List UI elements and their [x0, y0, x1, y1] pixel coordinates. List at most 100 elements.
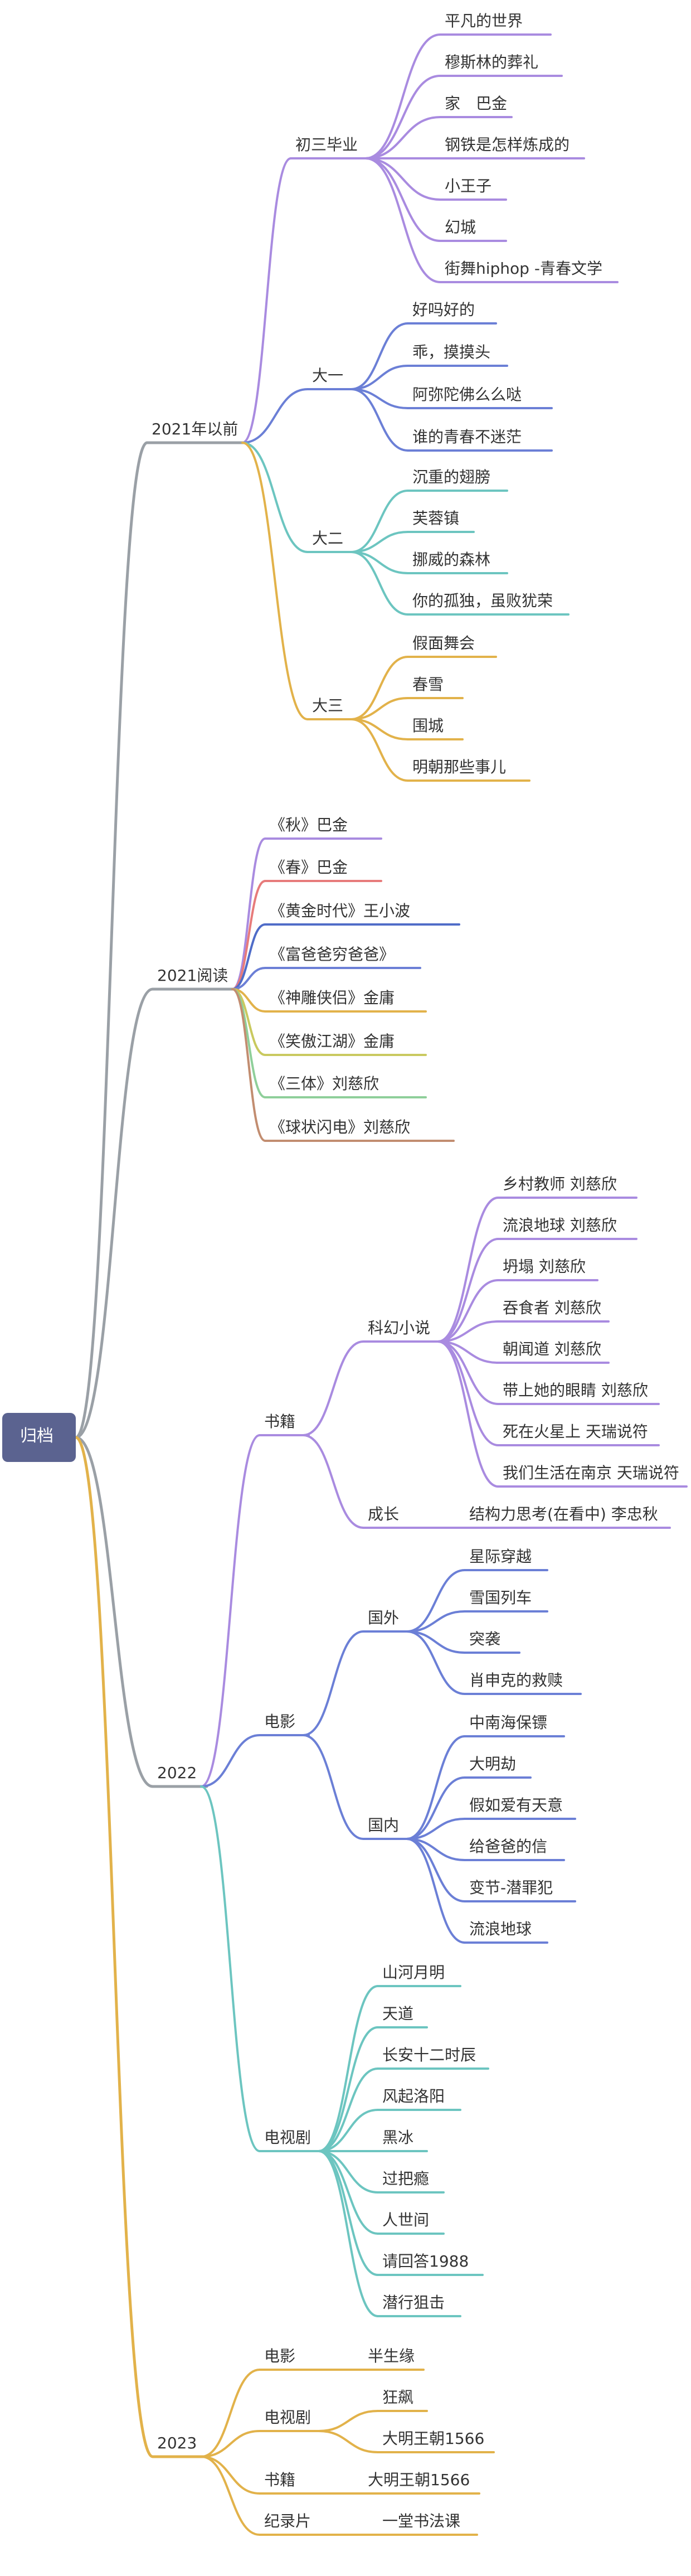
node-k8[interactable]: 我们生活在南京 天瑞说符: [503, 1464, 679, 1482]
node-t1[interactable]: 山河月明: [382, 1963, 445, 1982]
node-c2[interactable]: 穆斯林的葬礼: [445, 53, 539, 71]
node-k4[interactable]: 吞食者 刘慈欣: [503, 1299, 601, 1317]
node-n4[interactable]: 给爸爸的信: [469, 1837, 548, 1856]
edge-gw-g1: [406, 1569, 466, 1633]
node-a1c[interactable]: 半生缘: [368, 2347, 415, 2365]
node-e1[interactable]: 沉重的翅膀: [412, 468, 491, 486]
node-k1[interactable]: 乡村教师 刘慈欣: [503, 1175, 617, 1193]
node-r7[interactable]: 《三体》刘慈欣: [270, 1074, 379, 1093]
edge-y2021b-cz: [241, 157, 292, 444]
node-s3[interactable]: 围城: [412, 716, 444, 735]
node-d2[interactable]: 乖，摸摸头: [412, 343, 491, 361]
node-d4[interactable]: 谁的青春不迷茫: [412, 428, 522, 446]
edge-ds-s4: [350, 718, 409, 782]
node-n2[interactable]: 大明劫: [469, 1755, 517, 1773]
edge-root-y2021b: [74, 441, 149, 1439]
node-r8[interactable]: 《球状闪电》刘慈欣: [270, 1118, 411, 1136]
edge-dsj-t6: [318, 2150, 379, 2194]
node-r3[interactable]: 《黄金时代》王小波: [270, 902, 411, 920]
edge-de-e4: [350, 551, 409, 616]
edge-gn-n5: [406, 1838, 466, 1902]
node-r5[interactable]: 《神雕侠侣》金庸: [270, 989, 395, 1007]
node-r6[interactable]: 《笑傲江湖》金庸: [270, 1032, 395, 1050]
node-s4[interactable]: 明朝那些事儿: [412, 758, 507, 776]
node-c4[interactable]: 钢铁是怎样炼成的: [445, 135, 570, 154]
node-e4[interactable]: 你的孤独，虽败犹荣: [412, 592, 553, 610]
edge-sj-cc: [302, 1434, 364, 1529]
node-y23[interactable]: 2023: [157, 2434, 197, 2452]
node-n1[interactable]: 中南海保镖: [469, 1713, 548, 1732]
node-a4[interactable]: 纪录片: [264, 2512, 312, 2530]
root-node-box[interactable]: [2, 1413, 76, 1462]
node-a2c2[interactable]: 大明王朝1566: [382, 2429, 485, 2448]
node-y2021b[interactable]: 2021年以前: [152, 420, 239, 438]
node-c5[interactable]: 小王子: [445, 177, 492, 195]
node-a4c[interactable]: 一堂书法课: [382, 2512, 461, 2530]
node-t6[interactable]: 过把瘾: [382, 2170, 430, 2188]
node-k7[interactable]: 死在火星上 天瑞说符: [503, 1422, 648, 1441]
node-gw[interactable]: 国外: [368, 1609, 400, 1627]
node-gn[interactable]: 国内: [368, 1816, 400, 1834]
edge-y2021b-ds: [241, 442, 309, 720]
node-k3[interactable]: 坍塌 刘慈欣: [503, 1257, 586, 1276]
node-t2[interactable]: 天道: [382, 2004, 414, 2023]
edge-ds-s3: [350, 718, 409, 740]
node-ds[interactable]: 大三: [312, 696, 344, 715]
node-t7[interactable]: 人世间: [382, 2211, 430, 2229]
edge-gn-n2: [406, 1776, 466, 1840]
node-g4[interactable]: 肖申克的救赎: [469, 1671, 563, 1689]
node-cc1[interactable]: 结构力思考(在看中) 李忠秋: [469, 1505, 658, 1523]
edge-gn-n1: [406, 1735, 466, 1840]
node-y22[interactable]: 2022: [157, 1764, 197, 1782]
edge-de-e1: [350, 490, 409, 553]
node-cc[interactable]: 成长: [368, 1505, 400, 1523]
node-r21[interactable]: 2021阅读: [157, 966, 228, 985]
node-a1[interactable]: 电影: [264, 2347, 296, 2365]
node-n5[interactable]: 变节-潜罪犯: [469, 1878, 553, 1897]
node-n3[interactable]: 假如爱有天意: [469, 1796, 563, 1814]
edge-dy-d1: [350, 322, 409, 390]
node-r2[interactable]: 《春》巴金: [270, 858, 348, 877]
node-cz[interactable]: 初三毕业: [295, 135, 358, 154]
node-r1[interactable]: 《秋》巴金: [270, 816, 348, 834]
node-a3[interactable]: 书籍: [264, 2471, 296, 2489]
node-c3[interactable]: 家 巴金: [445, 94, 508, 113]
edge-cz-c5: [364, 157, 441, 201]
node-a2[interactable]: 电视剧: [264, 2408, 312, 2427]
edge-y22-dyy: [199, 1734, 261, 1788]
node-r4[interactable]: 《富爸爸穷爸爸》: [270, 945, 395, 963]
node-t3[interactable]: 长安十二时辰: [382, 2046, 476, 2064]
node-t9[interactable]: 潜行狙击: [382, 2293, 445, 2312]
node-t8[interactable]: 请回答1988: [382, 2252, 469, 2270]
node-a3c[interactable]: 大明王朝1566: [368, 2471, 470, 2489]
root-node[interactable]: 归档: [20, 1426, 53, 1446]
node-de[interactable]: 大二: [312, 529, 344, 548]
edge-kh-k3: [437, 1279, 499, 1343]
node-dsj[interactable]: 电视剧: [264, 2128, 312, 2147]
node-dy[interactable]: 大一: [312, 366, 344, 385]
node-g1[interactable]: 星际穿越: [469, 1547, 532, 1566]
node-d3[interactable]: 阿弥陀佛么么哒: [412, 385, 522, 404]
node-d1[interactable]: 好吗好的: [412, 301, 475, 319]
node-a2c1[interactable]: 狂飙: [382, 2388, 414, 2406]
edge-y23-a1: [199, 2369, 261, 2458]
node-e2[interactable]: 芙蓉镇: [412, 509, 460, 527]
edge-r21-r1: [231, 837, 266, 990]
node-c7[interactable]: 街舞hiphop -青春文学: [445, 259, 602, 278]
node-e3[interactable]: 挪威的森林: [412, 550, 491, 569]
node-dyy[interactable]: 电影: [264, 1712, 296, 1731]
node-sj[interactable]: 书籍: [264, 1412, 296, 1431]
node-t5[interactable]: 黑冰: [382, 2128, 414, 2147]
node-s1[interactable]: 假面舞会: [412, 634, 475, 652]
node-c1[interactable]: 平凡的世界: [445, 12, 523, 30]
node-s2[interactable]: 春雪: [412, 675, 444, 694]
node-g3[interactable]: 突袭: [469, 1630, 501, 1648]
node-t4[interactable]: 风起洛阳: [382, 2087, 445, 2105]
node-c6[interactable]: 幻城: [445, 218, 476, 236]
node-k2[interactable]: 流浪地球 刘慈欣: [503, 1216, 617, 1234]
node-kh[interactable]: 科幻小说: [368, 1319, 431, 1337]
node-n6[interactable]: 流浪地球: [469, 1920, 532, 1938]
node-g2[interactable]: 雪国列车: [469, 1589, 532, 1607]
node-k6[interactable]: 带上她的眼睛 刘慈欣: [503, 1381, 648, 1400]
node-k5[interactable]: 朝闻道 刘慈欣: [503, 1340, 601, 1358]
